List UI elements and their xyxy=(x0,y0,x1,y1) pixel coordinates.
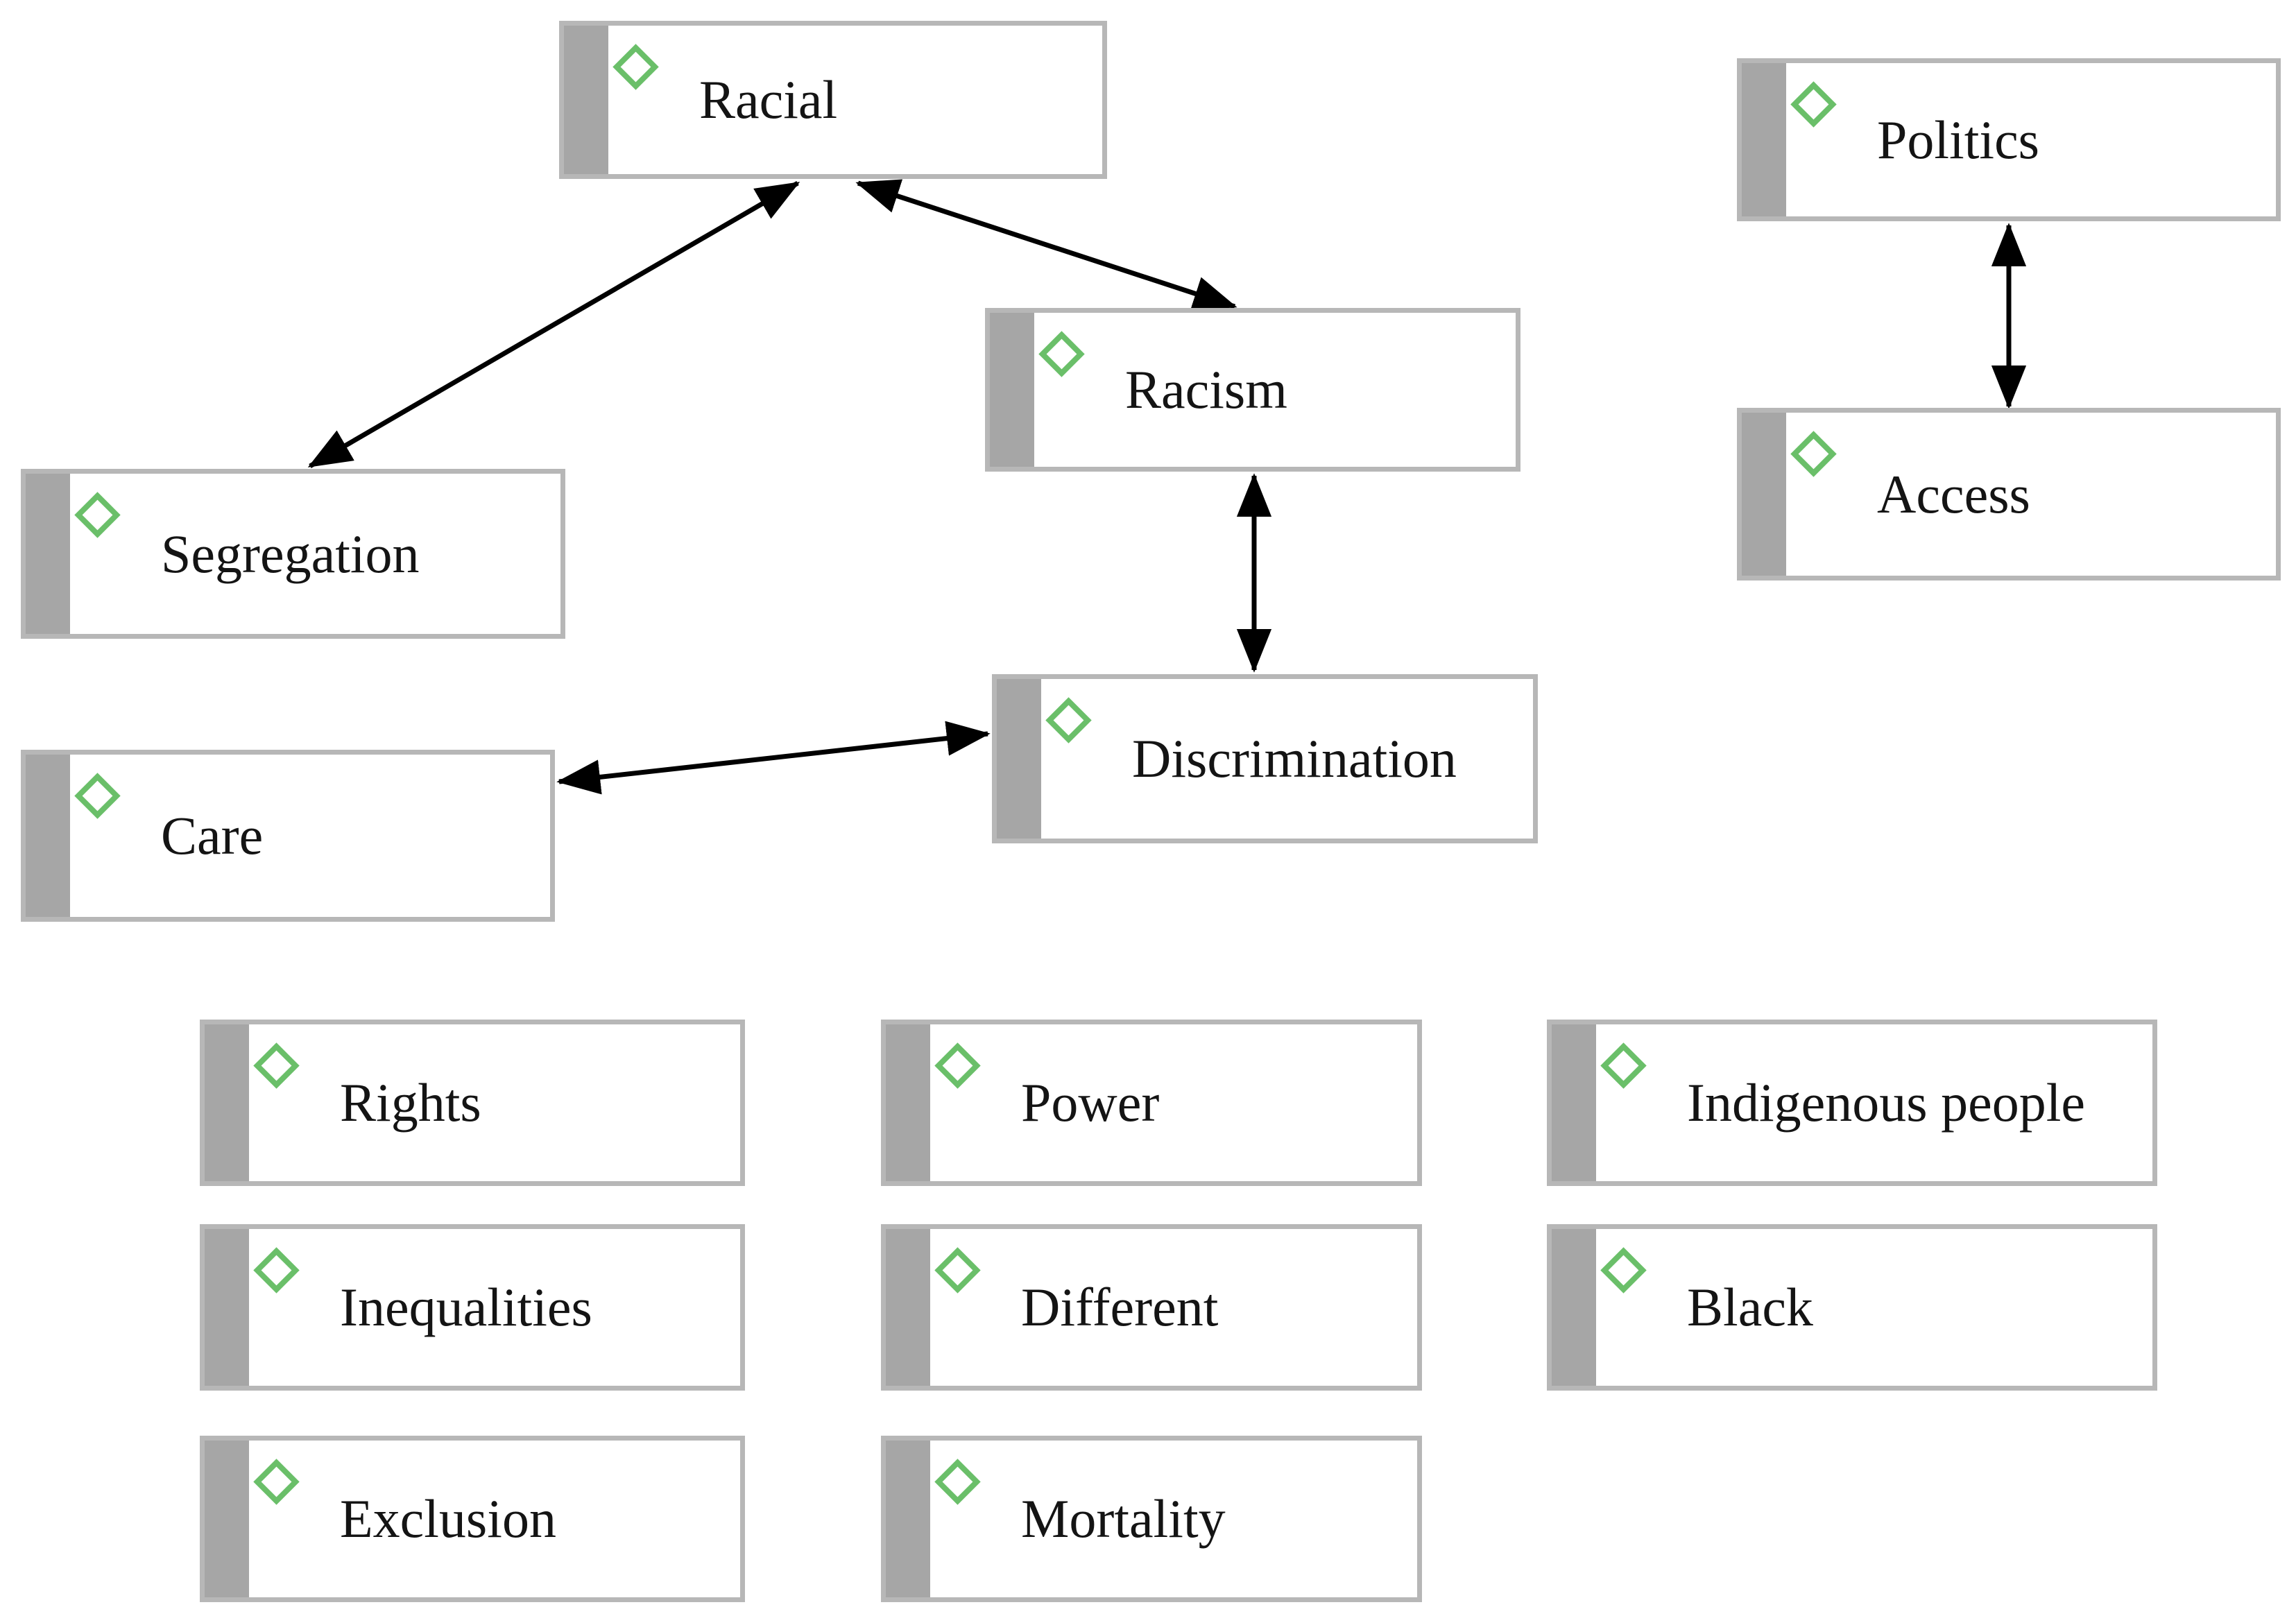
node-side-bar xyxy=(1742,63,1786,216)
node-label: Segregation xyxy=(161,523,420,584)
diamond-icon xyxy=(1790,431,1837,477)
node-care[interactable]: Care xyxy=(21,750,555,922)
node-side-bar xyxy=(1552,1229,1596,1386)
node-rights[interactable]: Rights xyxy=(200,1020,745,1186)
node-power[interactable]: Power xyxy=(881,1020,1422,1186)
node-side-bar xyxy=(1552,1024,1596,1181)
node-label: Care xyxy=(161,805,264,866)
diamond-icon xyxy=(253,1247,300,1294)
node-politics[interactable]: Politics xyxy=(1737,58,2281,221)
diamond-icon xyxy=(1600,1042,1647,1089)
node-label: Racial xyxy=(699,69,838,130)
diamond-icon xyxy=(1790,81,1837,128)
node-indigenous-people[interactable]: Indigenous people xyxy=(1547,1020,2157,1186)
node-different[interactable]: Different xyxy=(881,1224,1422,1391)
node-label: Access xyxy=(1877,463,2030,524)
edge-care-discrimination[interactable] xyxy=(556,721,991,795)
node-exclusion[interactable]: Exclusion xyxy=(200,1436,745,1602)
node-segregation[interactable]: Segregation xyxy=(21,469,565,639)
edge-segregation-racial[interactable] xyxy=(307,180,800,469)
diamond-icon xyxy=(612,44,659,90)
node-label: Politics xyxy=(1877,109,2040,170)
node-label: Power xyxy=(1021,1072,1160,1133)
node-side-bar xyxy=(1742,413,1786,576)
diamond-icon xyxy=(253,1042,300,1089)
diamond-icon xyxy=(934,1459,981,1505)
node-side-bar xyxy=(886,1024,930,1181)
diamond-icon xyxy=(253,1459,300,1505)
node-label: Indigenous people xyxy=(1687,1072,2086,1133)
node-racism[interactable]: Racism xyxy=(985,308,1520,472)
diamond-icon xyxy=(74,773,121,819)
node-side-bar xyxy=(205,1441,249,1597)
node-label: Black xyxy=(1687,1277,1813,1337)
node-side-bar xyxy=(997,679,1041,839)
node-side-bar xyxy=(26,474,70,634)
diamond-icon xyxy=(1600,1247,1647,1294)
node-label: Different xyxy=(1021,1277,1219,1337)
node-inequalities[interactable]: Inequalities xyxy=(200,1224,745,1391)
diamond-icon xyxy=(934,1247,981,1294)
node-side-bar xyxy=(205,1024,249,1181)
node-side-bar xyxy=(886,1229,930,1386)
node-black[interactable]: Black xyxy=(1547,1224,2157,1391)
node-side-bar xyxy=(205,1229,249,1386)
node-mortality[interactable]: Mortality xyxy=(881,1436,1422,1602)
node-access[interactable]: Access xyxy=(1737,408,2281,581)
diamond-icon xyxy=(1038,331,1085,377)
diamond-icon xyxy=(1045,697,1092,744)
node-racial[interactable]: Racial xyxy=(559,21,1107,179)
node-side-bar xyxy=(886,1441,930,1597)
node-label: Racism xyxy=(1125,359,1287,420)
diamond-icon xyxy=(934,1042,981,1089)
node-label: Discrimination xyxy=(1132,728,1457,789)
edge-racism-racial[interactable] xyxy=(855,179,1237,311)
node-side-bar xyxy=(990,313,1034,467)
node-discrimination[interactable]: Discrimination xyxy=(992,674,1538,843)
node-side-bar xyxy=(564,26,608,174)
node-label: Mortality xyxy=(1021,1488,1226,1549)
node-label: Exclusion xyxy=(340,1488,556,1549)
node-side-bar xyxy=(26,755,70,917)
node-label: Inequalities xyxy=(340,1277,592,1337)
node-label: Rights xyxy=(340,1072,481,1133)
diamond-icon xyxy=(74,492,121,538)
